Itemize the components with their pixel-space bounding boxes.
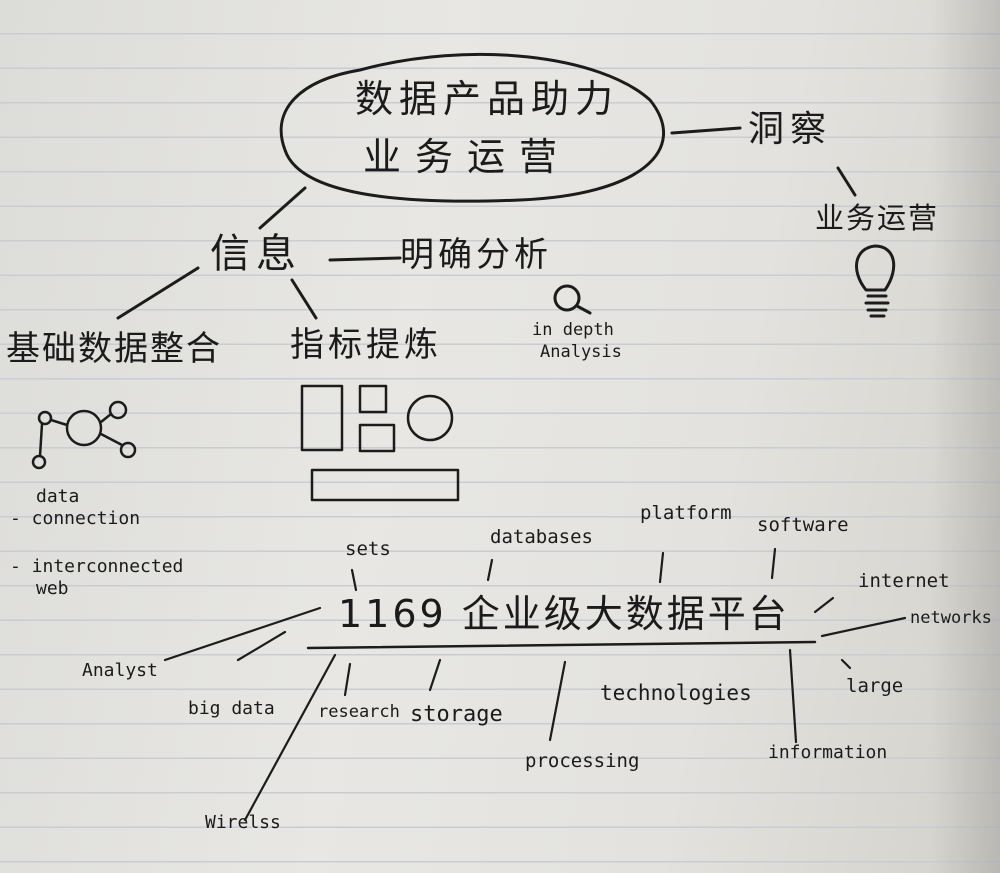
platform-underline [306,640,817,650]
bulb-icon [855,244,896,318]
platform-label: 1169 企业级大数据平台 [338,592,790,636]
keyword-connectors [163,547,907,822]
connector-info [258,186,307,230]
metrics-label: 指标提炼 [290,325,442,365]
keyword-technologies: technologies [600,681,752,705]
keyword-databases: databases [490,526,593,548]
center-title-line2: 业务运营 [363,135,572,179]
keyword-networks: networks [910,608,992,628]
connector-base [116,266,200,320]
base-note-interconnected: - interconnected [10,556,184,577]
clear-analysis-label: 明确分析 [400,235,552,275]
connector-insight [670,126,742,135]
magnifier-icon [553,284,592,315]
insight-label: 洞察 [748,109,833,150]
keyword-processing: processing [525,750,640,772]
keyword-information: information [768,742,888,763]
page-shadow [930,0,1000,873]
keyword-analyst: Analyst [82,660,158,681]
connector-insight-ops [836,166,857,197]
keyword-software: software [757,514,849,536]
keyword-big-data: big data [188,698,275,719]
keyword-large: large [846,675,904,697]
base-note-web: web [36,578,69,599]
analysis-note: Analysis [540,342,622,362]
base-data-label: 基础数据整合 [6,329,222,369]
keyword-sets: sets [345,538,391,560]
insight-business-ops: 业务运营 [815,201,940,235]
center-title-line1: 数据产品助力 [355,77,620,121]
connector-analysis [328,256,402,262]
keyword-internet: internet [858,570,950,592]
in-depth-note: in depth [532,320,614,340]
connector-metrics [290,278,318,320]
keyword-research: research [318,702,400,722]
base-note-connection: - connection [10,508,141,529]
keyword-platform: platform [640,502,732,524]
keyword-wireless: Wirelss [205,812,281,833]
base-note-data: data [36,486,80,507]
center-oval [279,52,665,203]
dashboard-icon [300,384,460,502]
keyword-storage: storage [410,702,503,727]
network-nodes-icon [31,400,137,470]
info-label: 信息 [210,231,302,277]
